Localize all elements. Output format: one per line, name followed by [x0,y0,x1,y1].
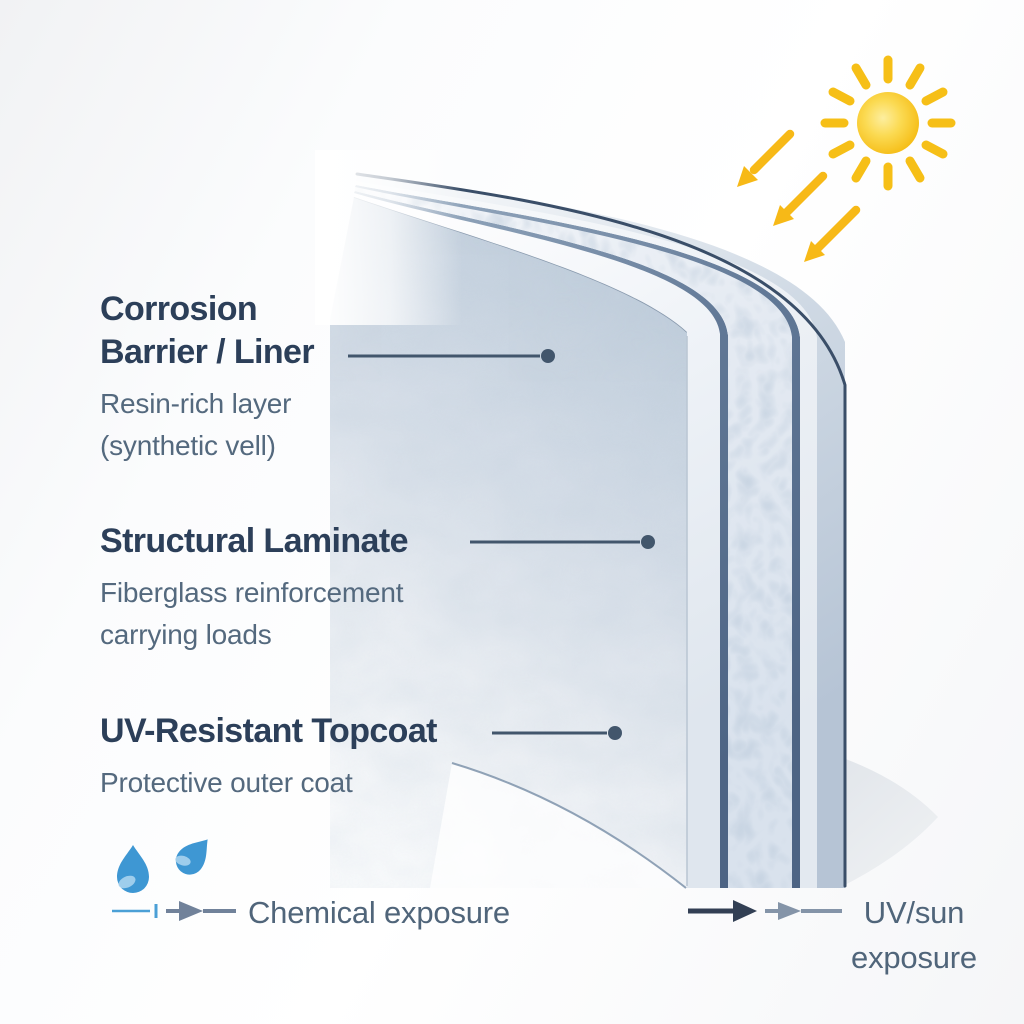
uv-arrow-gray-icon [765,902,842,920]
background-arrowhead-shape [843,758,938,886]
layer-description: Protective outer coat [100,766,353,798]
leader-lines [348,349,655,740]
uv-exposure-label: UV/sun exposure [851,895,977,975]
chemical-exposure-label: Chemical exposure [248,895,510,930]
layer-title: Structural Laminate [100,522,409,560]
layer-description: Fiberglass reinforcement carrying loads [100,576,404,650]
leader-dot [608,726,622,740]
leader-line-uv-topcoat [492,726,622,740]
water-droplets [116,830,219,893]
callout-corrosion-barrier: Corrosion Barrier / Liner Resin-rich lay… [100,288,315,467]
rim-left-fade [315,150,465,325]
layer-title: UV-Resistant Topcoat [100,712,437,750]
sun-icon [820,55,956,191]
layer-description: Resin-rich layer (synthetic vell) [100,387,292,461]
water-droplet-icon [169,830,219,881]
layer-title: Corrosion Barrier / Liner [100,290,315,371]
laminate-panel [315,150,847,889]
sun-core [857,92,919,154]
chemical-arrow-blue-icon [112,904,158,918]
callout-structural-laminate: Structural Laminate Fiberglass reinforce… [100,520,409,656]
uv-arrow-dark-icon [688,900,757,922]
leader-line-corrosion-barrier [348,349,555,363]
leader-dot [541,349,555,363]
leader-dot [641,535,655,549]
face-bottom-curve-highlight [430,763,686,888]
uv-ray-arrow-icon [804,205,861,262]
uv-ray-arrow-icon [773,171,828,226]
uv-ray-arrow-icon [737,129,795,187]
water-droplet-icon [116,845,149,893]
leader-line-structural-laminate [470,535,655,549]
face-bottom-curve-line [451,762,687,889]
sun-rays [820,55,956,191]
chemical-arrow-gray-icon [166,901,236,921]
callout-uv-topcoat: UV-Resistant Topcoat Protective outer co… [100,710,437,804]
uv-ray-arrows [737,129,861,262]
